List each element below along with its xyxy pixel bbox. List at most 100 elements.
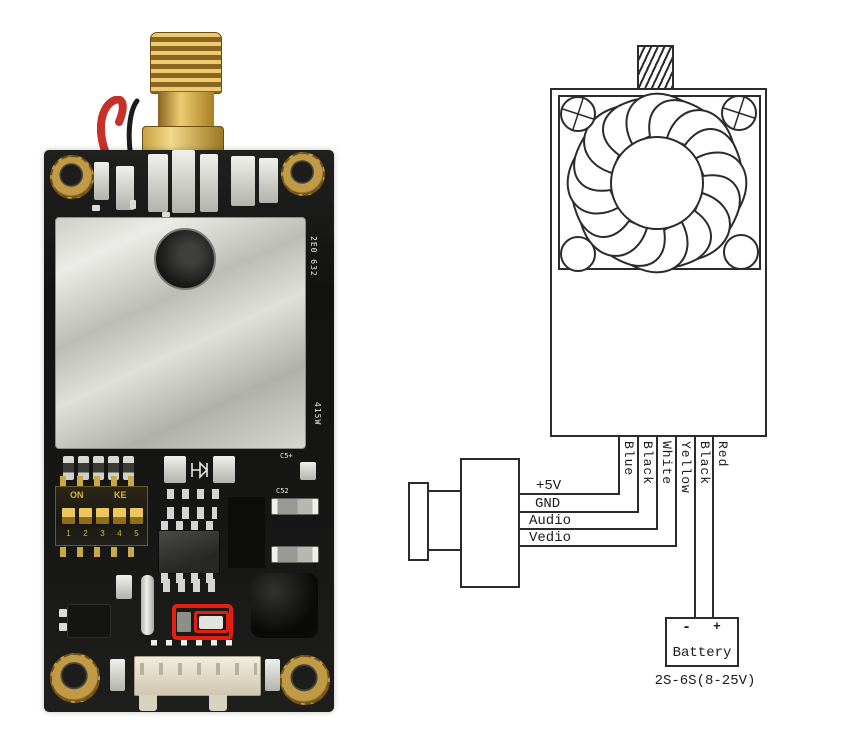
dip-switch-lever (62, 508, 75, 524)
camera-lens (408, 482, 429, 561)
solder-speck (162, 212, 170, 217)
wire-video (519, 545, 677, 547)
connector-notches (140, 663, 257, 675)
wire-black-battery (694, 437, 696, 617)
solder-speck (92, 205, 100, 211)
silkscreen-cap-lower: C52 (276, 487, 289, 495)
camera-barrel (427, 490, 462, 551)
dip-switch: ON KE 1 2 3 4 5 (55, 486, 148, 546)
dip-switch-number: 2 (83, 529, 88, 538)
silkscreen-edge-upper: 2E0 632 (309, 236, 318, 277)
solder-pad (231, 156, 255, 206)
tantalum-capacitor (271, 498, 319, 515)
dip-switch-pins (60, 547, 144, 557)
sma-connector-neck (158, 92, 214, 128)
solder-pad (200, 154, 218, 212)
wire-black-gnd (637, 437, 639, 513)
solder-speck (130, 200, 136, 209)
smd-resistor (108, 456, 119, 480)
solder-pad (172, 150, 195, 213)
wire-label-red: Red (715, 441, 730, 468)
signal-label-audio: Audio (529, 513, 572, 529)
wire-yellow (675, 437, 677, 547)
dip-switch-pins (60, 476, 144, 486)
signal-label-video: Vedio (529, 530, 572, 546)
ic-pins-top (161, 521, 217, 531)
solder-pad (265, 659, 280, 691)
signal-label-gnd: GND (535, 496, 561, 512)
antenna-icon (637, 45, 674, 90)
sma-connector-thread (150, 32, 222, 94)
connector-foot (209, 695, 227, 711)
solder-pad (213, 456, 235, 483)
highlighted-component (199, 616, 223, 629)
transistor-lead (59, 623, 67, 631)
tantalum-capacitor (271, 546, 319, 563)
connector-pin (196, 640, 202, 660)
shield-inspection-hole (154, 228, 216, 290)
solder-pad (116, 575, 132, 599)
dip-switch-on-label: ON (70, 490, 84, 500)
dip-switch-number: 3 (100, 529, 105, 538)
dip-switch-number: 4 (117, 529, 122, 538)
ic-pins-bottom (161, 573, 217, 583)
battery-label: Battery (672, 645, 732, 661)
wire-blue (618, 437, 620, 495)
solder-pad (94, 162, 109, 200)
power-inductor (251, 573, 318, 638)
connector-pin (181, 640, 187, 660)
wire-label-blue: Blue (621, 441, 636, 477)
dip-switch-number: 5 (134, 529, 139, 538)
wire-label-white: White (659, 441, 674, 486)
highlight-rectangle-inner (194, 611, 229, 633)
pcb-photo: 2E0 632 415W C5+ C52 ON KE 1 (0, 0, 380, 734)
connector-pin (211, 640, 217, 660)
jst-connector (134, 656, 261, 696)
dip-switch-lever (113, 508, 126, 524)
soic8-ic (158, 530, 220, 574)
wire-gnd (519, 511, 639, 513)
smd-pad-row (167, 489, 223, 499)
dip-switch-ke-label: KE (114, 490, 127, 500)
battery-plus-terminal: + (713, 619, 721, 634)
battery-box: - + Battery (665, 617, 739, 667)
smd-resistor (123, 456, 134, 480)
solder-pad (116, 166, 134, 210)
solder-pad (300, 462, 316, 480)
battery-minus-terminal: - (682, 619, 692, 636)
transistor (67, 604, 111, 638)
wire-red-battery (712, 437, 714, 617)
solder-pad (110, 659, 125, 691)
wire-white (656, 437, 658, 530)
connector-pin (151, 640, 157, 660)
smd-pad-row (167, 507, 217, 519)
wire-label-black2: Black (697, 441, 712, 486)
signal-label-5v: +5V (536, 478, 562, 494)
connector-pin (226, 640, 232, 660)
camera-body (460, 458, 520, 588)
battery-caption: 2S-6S(8-25V) (654, 673, 756, 689)
mounting-hole-top-left (50, 155, 94, 199)
wire-audio (519, 528, 658, 530)
highlighted-component (177, 612, 191, 632)
silkscreen-cap-upper: C5+ (280, 452, 293, 460)
wire-label-black1: Black (640, 441, 655, 486)
mounting-hole-bottom-left (50, 653, 100, 703)
white-capacitor (141, 575, 154, 635)
smd-resistor (93, 456, 104, 480)
dip-switch-lever (96, 508, 109, 524)
dip-switch-number: 1 (66, 529, 71, 538)
silkscreen-edge-lower: 415W (313, 402, 322, 426)
highlight-rectangle-outer (172, 604, 233, 640)
wire-5v (519, 493, 620, 495)
smd-resistor (63, 456, 74, 480)
mounting-hole-bottom-right (280, 655, 330, 705)
wiring-diagram: Blue Black White Yellow Black Red +5V GN… (380, 0, 844, 734)
dip-switch-lever (79, 508, 92, 524)
smd-resistor (78, 456, 89, 480)
solder-pad (164, 456, 186, 483)
transistor-lead (59, 609, 67, 617)
connector-foot (139, 695, 157, 711)
fan-icon (558, 92, 761, 274)
